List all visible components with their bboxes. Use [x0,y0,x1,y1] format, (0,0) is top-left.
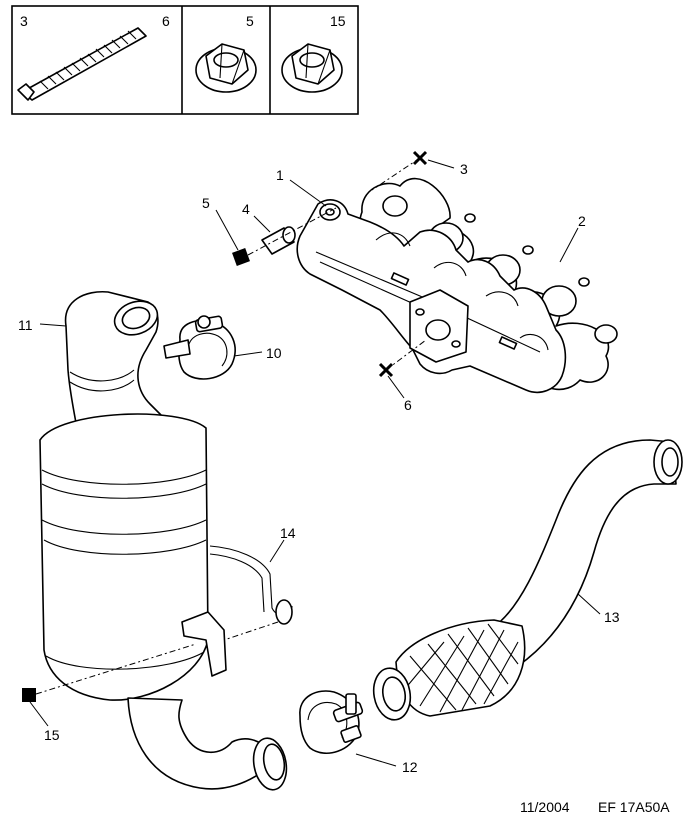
clamp-part-12 [299,690,364,754]
leader-lines [29,159,601,767]
callout-11: 11 [18,317,33,333]
bracket-part-14 [209,545,293,625]
parts-inset: 3 6 5 15 [11,5,359,115]
callout-5: 5 [202,195,210,211]
callout-15: 15 [44,727,60,743]
callout-12: 12 [402,759,418,775]
flange-nut-icon-15 [281,43,343,93]
clamp-part-10 [163,315,236,380]
callout-10: 10 [266,345,282,361]
callout-14: 14 [280,525,296,541]
sleeve-part-4 [261,226,296,255]
front-pipe [372,439,683,721]
callout-2: 2 [578,213,586,229]
exhaust-manifold [296,199,567,394]
footer-reference: EF 17A50A [598,799,670,815]
flange-nut-icon-5 [195,43,257,93]
inset-ref-6: 6 [162,13,170,29]
footer-date: 11/2004 [520,799,570,815]
inset-ref-3: 3 [20,13,28,29]
callout-6: 6 [404,397,412,413]
callout-4: 4 [242,201,250,217]
stud-icon [17,27,147,101]
nut-marker-5 [232,248,250,266]
callout-13: 13 [604,609,620,625]
inset-ref-15: 15 [330,13,346,29]
callout-1: 1 [276,167,284,183]
inset-ref-5: 5 [246,13,254,29]
callout-3: 3 [460,161,468,177]
nut-marker-15 [22,688,36,702]
catalytic-converter [39,290,288,791]
